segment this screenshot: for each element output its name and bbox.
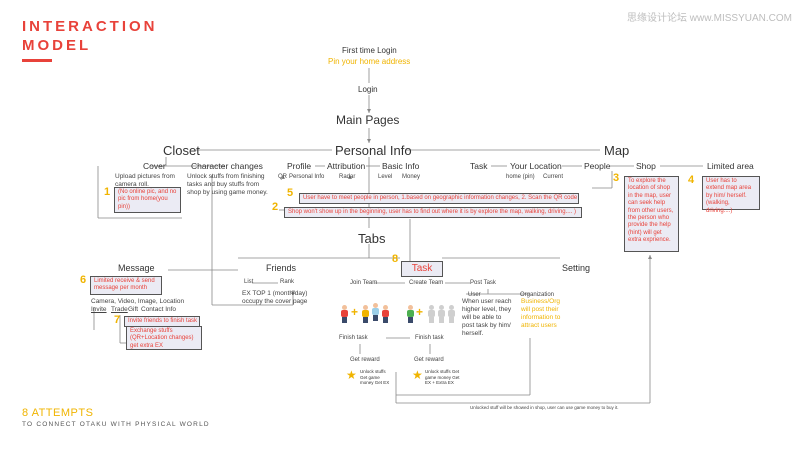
page-title: INTERACTION MODEL xyxy=(22,17,158,55)
message-contact: Contact Info xyxy=(141,306,177,313)
plus-icon: + xyxy=(416,305,424,319)
person-figure xyxy=(340,305,349,323)
get-reward-1: Get reward xyxy=(350,357,380,363)
personal-info-heading: Personal Info xyxy=(335,143,412,158)
attribution-label: Attribution xyxy=(327,161,366,171)
note-3-box: To explore the location of shop in the m… xyxy=(624,176,679,252)
task-tab[interactable]: Task xyxy=(401,261,443,277)
friends-list-label: List xyxy=(244,279,254,285)
note-7b-box: Exchange stuffs (QR+Location changes) ge… xyxy=(126,326,202,350)
join-team-label: Join Team xyxy=(350,280,378,286)
friends-tab[interactable]: Friends xyxy=(266,263,297,273)
cover-description: Upload pictures from camera roll. xyxy=(115,173,175,188)
note-1-number: 1 xyxy=(104,186,111,198)
empty-slot-figure xyxy=(427,305,436,323)
message-tab[interactable]: Message xyxy=(118,263,155,273)
personal-info-small-label: Personal Info xyxy=(289,174,325,180)
empty-slot-figure xyxy=(447,305,456,323)
main-pages-heading: Main Pages xyxy=(336,113,400,127)
title-underline xyxy=(22,59,52,62)
post-task-label: Post Task xyxy=(470,280,496,286)
map-heading: Map xyxy=(604,143,630,158)
reward-1-list: Unlock stuffs Get game money Get EX xyxy=(360,369,390,385)
level-label: Level xyxy=(378,174,393,180)
character-description: Unlock stuffs from finishing tasks and b… xyxy=(187,173,268,196)
watermark: 思缘设计论坛 www.MISSYUAN.COM xyxy=(626,13,792,24)
user-label: User xyxy=(468,292,481,298)
current-label: Current xyxy=(543,174,564,180)
note-6-box: Limited receive & send message per month xyxy=(90,276,162,295)
person-figure xyxy=(361,305,370,323)
limited-area-label: Limited area xyxy=(707,161,754,171)
note-2-box: Shop won't show up in the beginning, use… xyxy=(284,207,582,219)
tabs-heading: Tabs xyxy=(358,231,386,246)
finish-task-1: Finish task xyxy=(339,335,368,341)
login-label: Login xyxy=(358,85,378,94)
person-figure xyxy=(371,303,380,321)
first-time-login-label: First time Login xyxy=(342,46,397,55)
star-icon: ★ xyxy=(412,368,423,382)
shop-label: Shop xyxy=(636,161,656,171)
closet-heading: Closet xyxy=(163,143,200,158)
person-figure xyxy=(406,305,415,323)
create-team-label: Create Team xyxy=(409,280,444,286)
message-invite: Invite xyxy=(91,306,107,313)
rank-description: EX TOP 1 (month/day) occupy the cover pa… xyxy=(242,290,308,305)
basic-info-label: Basic Info xyxy=(382,161,420,171)
home-pin-label: home (pin) xyxy=(506,174,535,180)
friends-rank-label: Rank xyxy=(280,279,295,285)
radar-label: Radar xyxy=(339,174,356,180)
money-label: Money xyxy=(402,174,421,180)
your-location-label: Your Location xyxy=(510,161,562,171)
message-gift: Gift xyxy=(128,306,139,313)
note-5-box: User have to meet people in person, 1.ba… xyxy=(299,193,579,205)
profile-label: Profile xyxy=(287,161,312,171)
empty-slot-figure xyxy=(437,305,446,323)
note-6-number: 6 xyxy=(80,274,87,286)
cover-label: Cover xyxy=(143,161,166,171)
bottom-note: Unlocked stuff will be showed in shop, u… xyxy=(470,405,619,410)
note-5-number: 5 xyxy=(287,187,294,199)
attempts-heading: 8 ATTEMPTS xyxy=(22,407,94,419)
note-4-box: User has to extend map area by him/ hers… xyxy=(702,176,760,214)
organization-description: Business/Org will post their information… xyxy=(521,298,561,329)
people-label: People xyxy=(584,161,611,171)
note-3-number: 3 xyxy=(613,172,620,184)
map-task-label: Task xyxy=(470,161,488,171)
note-8-number: 8 xyxy=(392,253,399,265)
message-trade: Trade xyxy=(111,306,128,313)
note-4-number: 4 xyxy=(688,174,695,186)
character-changes-label: Character changes xyxy=(191,161,263,171)
star-icon: ★ xyxy=(346,368,357,382)
reward-2-list: Unlock stuffs Get game money Get EX + Ex… xyxy=(425,369,460,385)
person-figure xyxy=(381,305,390,323)
get-reward-2: Get reward xyxy=(414,357,444,363)
plus-icon: + xyxy=(351,305,359,319)
title-line-1: INTERACTION xyxy=(22,18,158,35)
note-2-number: 2 xyxy=(272,201,279,213)
note-1-box: (No online pic, and no pic from home(you… xyxy=(114,187,181,214)
attempts-subtitle: TO CONNECT OTAKU WITH PHYSICAL WORLD xyxy=(22,421,210,428)
pin-address-label: Pin your home address xyxy=(328,57,411,66)
note-7-number: 7 xyxy=(114,314,121,326)
message-options: Camera, Video, Image, Location xyxy=(91,298,185,305)
setting-tab[interactable]: Setting xyxy=(562,263,591,273)
user-description: When user reach higher level, they will … xyxy=(462,298,512,337)
title-line-2: MODEL xyxy=(22,37,92,54)
qr-label: QR xyxy=(278,174,287,180)
organization-label: Organization xyxy=(520,292,555,298)
finish-task-2: Finish task xyxy=(415,335,444,341)
